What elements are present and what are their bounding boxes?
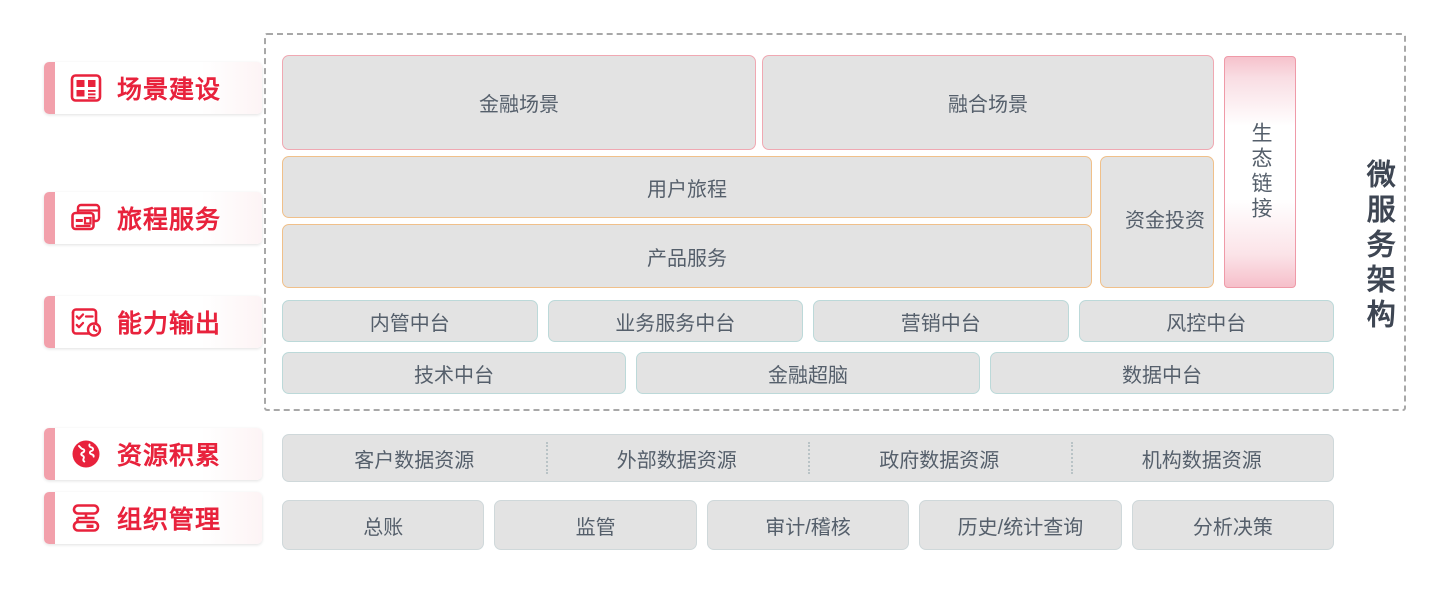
journey-cell-product-service[interactable]: 产品服务	[282, 224, 1092, 288]
cell-label: 内管中台	[369, 312, 450, 335]
resource-cell-government[interactable]: 政府数据资源	[808, 435, 1071, 481]
organization-row: 总账 监管 审计/稽核 历史/统计查询 分析决策	[282, 500, 1335, 550]
microservice-architecture-container	[264, 33, 1406, 411]
page-title-text: 微服务架构	[1362, 158, 1395, 334]
cell-label: 产品服务	[647, 247, 727, 270]
cell-label: 总账	[363, 516, 404, 539]
sidebar-item-scene-construction[interactable]: 场景建设	[44, 62, 262, 114]
resource-cell-customer[interactable]: 客户数据资源	[283, 435, 546, 481]
capability-cell-data[interactable]: 数据中台	[990, 352, 1334, 394]
resource-row: 客户数据资源 外部数据资源 政府数据资源 机构数据资源	[282, 434, 1334, 482]
resource-cell-external[interactable]: 外部数据资源	[545, 435, 809, 481]
cell-label: 技术中台	[414, 364, 494, 387]
label-accent-tab	[44, 296, 55, 348]
cell-label: 生态链接	[1249, 122, 1273, 222]
cell-label: 历史/统计查询	[957, 516, 1084, 539]
capability-cell-marketing[interactable]: 营销中台	[813, 300, 1069, 342]
organization-cell-history-query[interactable]: 历史/统计查询	[919, 500, 1122, 550]
cell-label: 融合场景	[948, 94, 1028, 116]
cell-label: 用户旅程	[647, 178, 727, 201]
capability-row-secondary: 技术中台 金融超脑 数据中台	[282, 352, 1334, 394]
cell-label: 外部数据资源	[616, 449, 737, 472]
label-accent-tab	[44, 492, 55, 544]
ecosystem-link-cell[interactable]: 生态链接	[1224, 56, 1296, 288]
sidebar-item-label: 资源积累	[117, 442, 222, 470]
funding-investment-cell[interactable]: 资金投资	[1100, 156, 1214, 288]
capability-cell-internal[interactable]: 内管中台	[282, 300, 538, 342]
globe-icon	[67, 435, 105, 473]
label-accent-tab	[44, 62, 55, 114]
cell-label: 分析决策	[1192, 516, 1273, 539]
capability-cell-financial-brain[interactable]: 金融超脑	[636, 352, 980, 394]
page-title: 微服务架构	[1352, 128, 1404, 364]
sidebar-item-organization-management[interactable]: 组织管理	[44, 492, 262, 544]
scene-cell-financial[interactable]: 金融场景	[282, 55, 756, 150]
cell-label: 金融超脑	[768, 364, 848, 387]
capability-row-primary: 内管中台 业务服务中台 营销中台 风控中台	[282, 300, 1334, 342]
sidebar-item-label: 旅程服务	[117, 206, 222, 234]
scene-cell-integrated[interactable]: 融合场景	[762, 55, 1214, 150]
organization-cell-audit[interactable]: 审计/稽核	[706, 500, 910, 550]
cell-label: 监管	[575, 516, 616, 539]
journey-cell-user-journey[interactable]: 用户旅程	[282, 156, 1092, 218]
capability-cell-technology[interactable]: 技术中台	[282, 352, 626, 394]
organization-cell-general-ledger[interactable]: 总账	[282, 500, 485, 550]
cell-label: 审计/稽核	[765, 516, 851, 539]
cell-label: 数据中台	[1122, 364, 1202, 387]
id-card-icon	[67, 199, 105, 237]
sidebar-item-journey-service[interactable]: 旅程服务	[44, 192, 262, 244]
cell-label: 资金投资	[1125, 210, 1205, 233]
organization-cell-analysis-decision[interactable]: 分析决策	[1131, 500, 1335, 550]
checklist-clock-icon	[67, 303, 105, 341]
capability-cell-business-service[interactable]: 业务服务中台	[547, 300, 803, 342]
cell-label: 金融场景	[479, 94, 559, 116]
resource-cell-institution[interactable]: 机构数据资源	[1070, 435, 1334, 481]
organization-cell-supervision[interactable]: 监管	[494, 500, 697, 550]
cell-label: 机构数据资源	[1141, 449, 1262, 472]
cell-label: 营销中台	[900, 312, 981, 335]
cell-label: 客户数据资源	[354, 449, 475, 472]
label-accent-tab	[44, 192, 55, 244]
sidebar-item-label: 场景建设	[117, 76, 222, 104]
label-accent-tab	[44, 428, 55, 480]
cell-label: 政府数据资源	[879, 449, 1000, 472]
capability-cell-risk-control[interactable]: 风控中台	[1078, 300, 1334, 342]
sidebar-item-label: 组织管理	[117, 506, 222, 534]
sidebar-item-resource-accumulation[interactable]: 资源积累	[44, 428, 262, 480]
sidebar-item-capability-output[interactable]: 能力输出	[44, 296, 262, 348]
cell-label: 风控中台	[1166, 312, 1247, 335]
cell-label: 业务服务中台	[615, 312, 736, 335]
org-chart-icon	[67, 499, 105, 537]
sidebar-item-label: 能力输出	[117, 310, 222, 338]
dashboard-layout-icon	[67, 69, 105, 107]
